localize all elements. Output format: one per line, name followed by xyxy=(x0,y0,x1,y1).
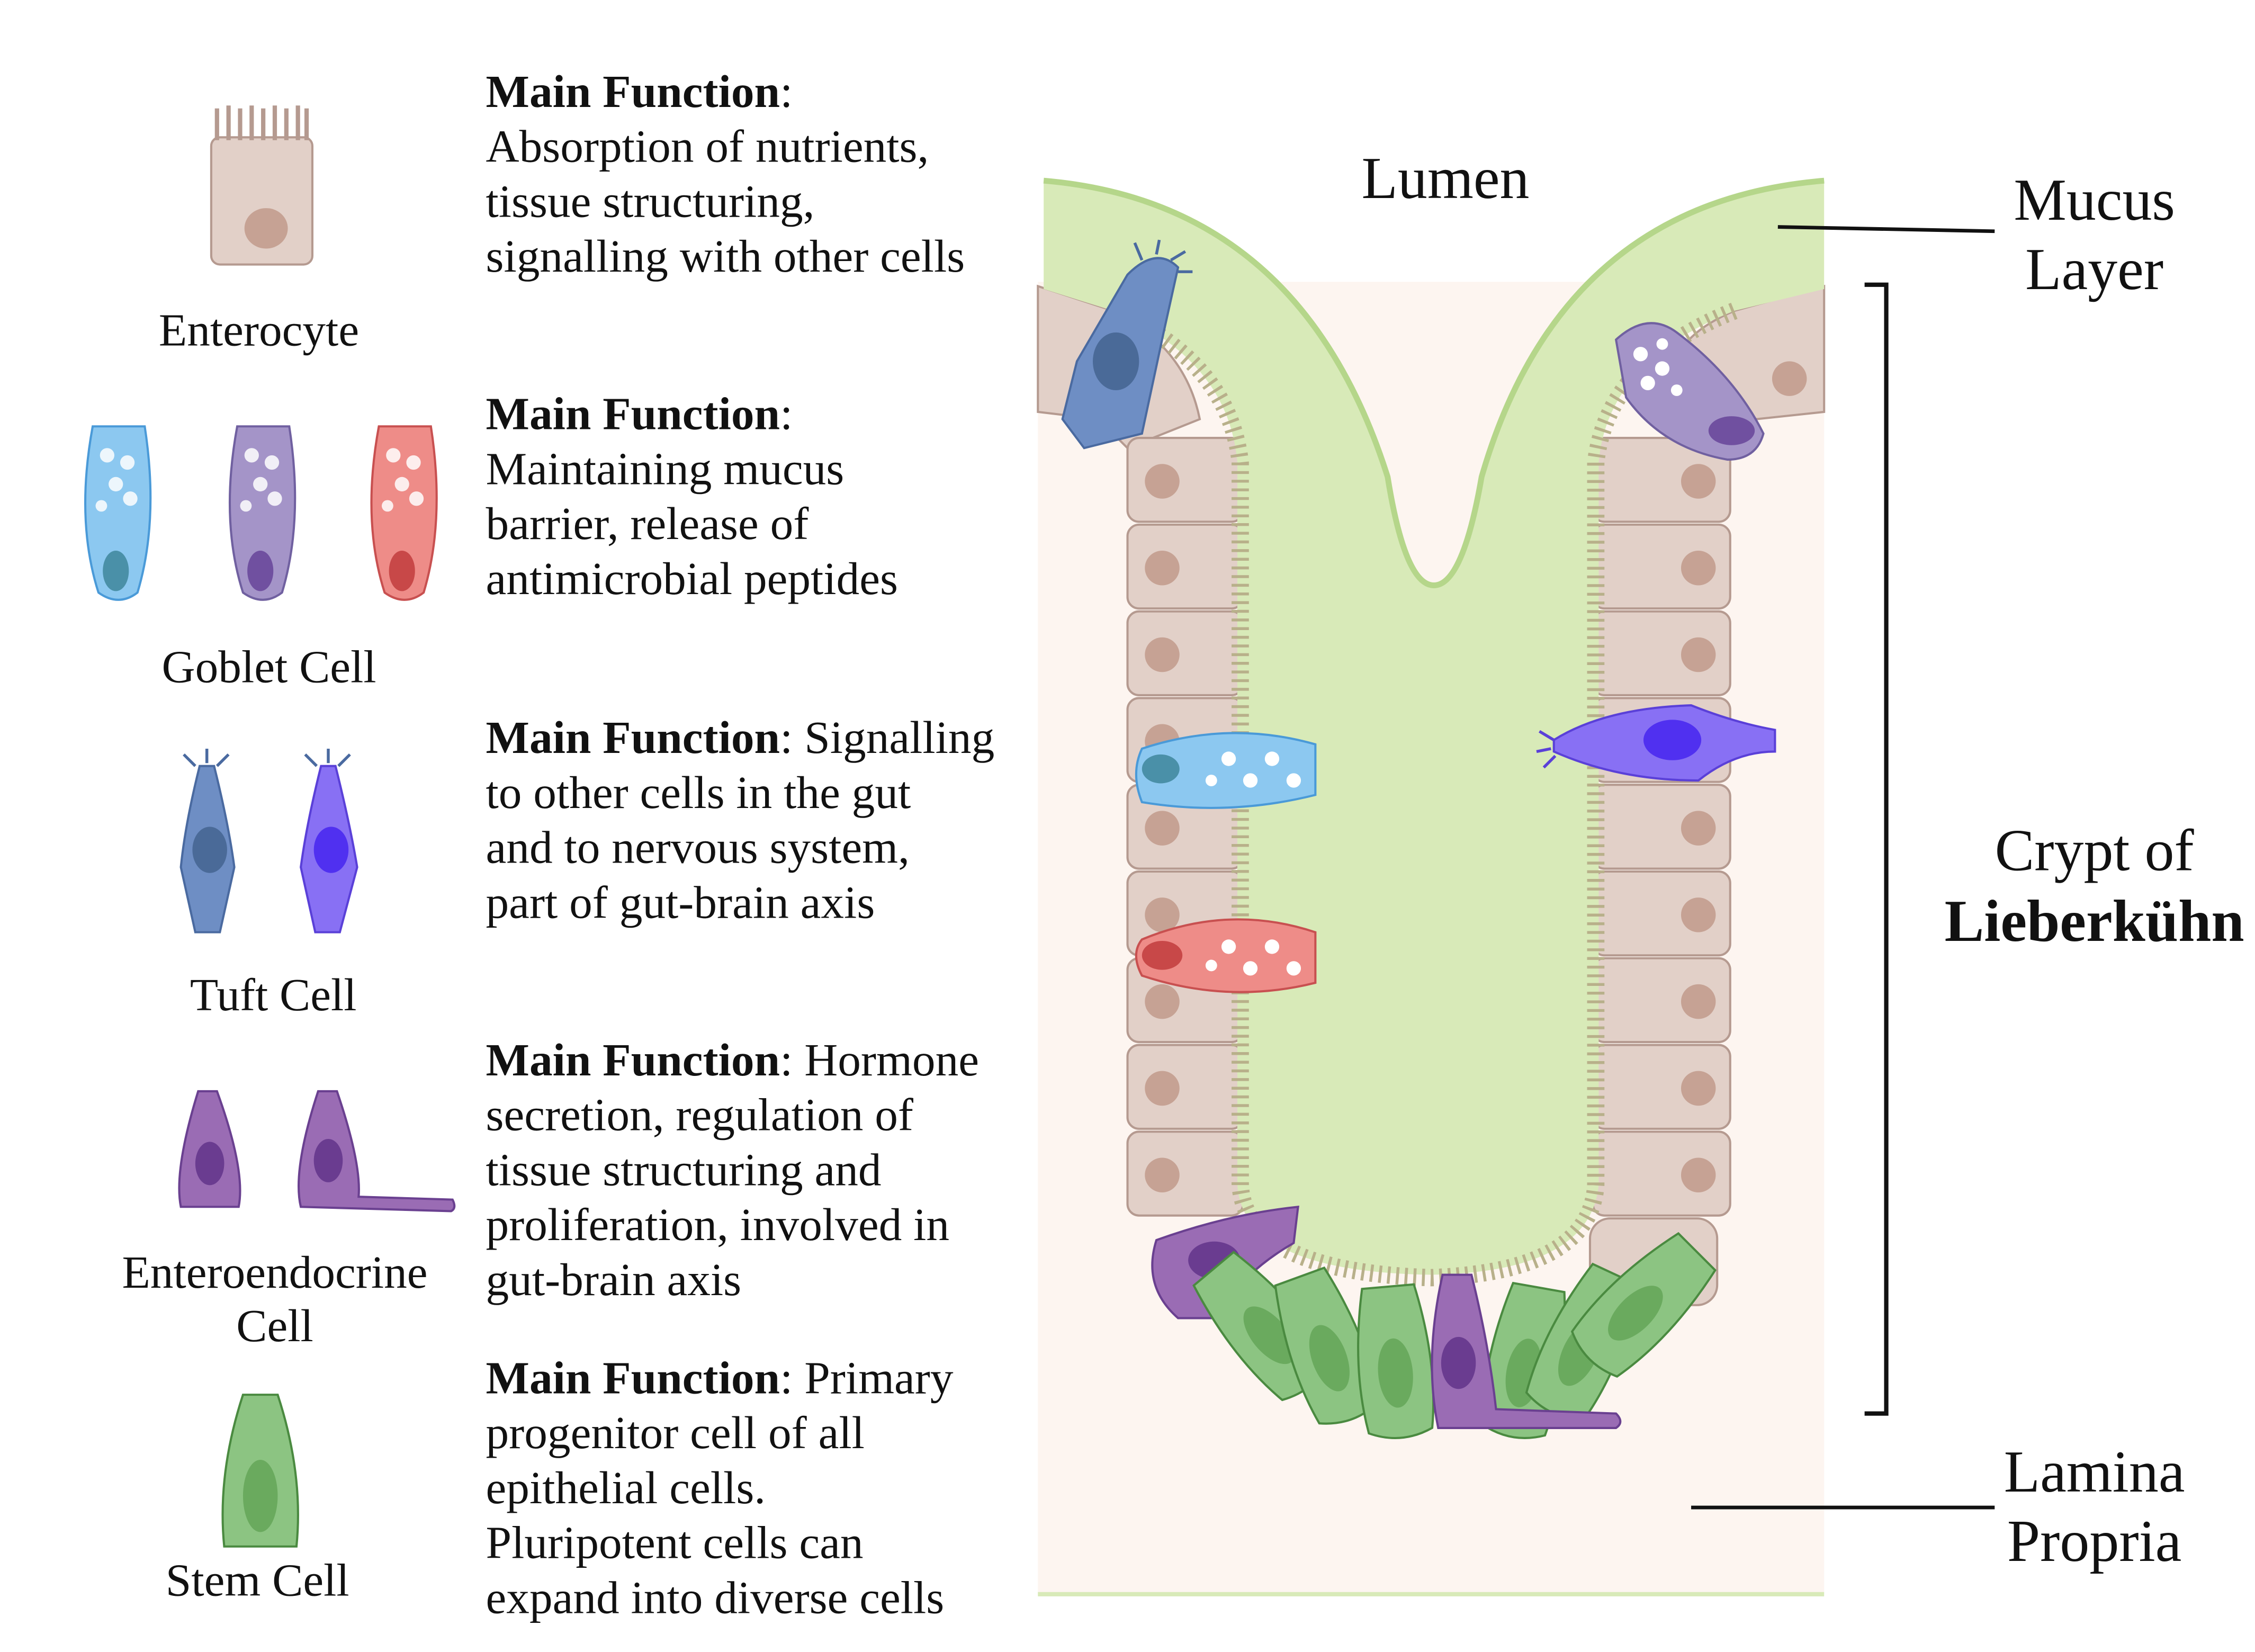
function-first-line: : Primary xyxy=(780,1352,954,1403)
function-line: antimicrobial peptides xyxy=(486,553,898,604)
nucleus xyxy=(1681,551,1716,586)
function-first-line: : Hormone xyxy=(780,1034,979,1085)
epithelial-cell-left xyxy=(1126,523,1244,610)
lamina-label-1: Lamina xyxy=(2004,1439,2185,1505)
mucus-pointer-line xyxy=(1777,225,1995,234)
function-line: signalling with other cells xyxy=(486,230,965,282)
nucleus xyxy=(1145,984,1180,1019)
function-line: part of gut-brain axis xyxy=(486,876,875,928)
crypt-label-1: Crypt of xyxy=(1995,818,2195,883)
function-line: tissue structuring and xyxy=(486,1144,882,1195)
epithelial-cell-left xyxy=(1126,437,1244,523)
function-descriptions: Main Function:Absorption of nutrients,ti… xyxy=(486,66,995,1623)
crypt-illustration: Lumen Mucus Layer Crypt of Lieberkühn La… xyxy=(1037,146,2244,1596)
nucleus xyxy=(1772,361,1807,396)
microvilli xyxy=(1109,302,1738,1287)
function-line: expand into diverse cells xyxy=(486,1572,945,1623)
goblet-cell-red xyxy=(1135,918,1317,993)
nucleus xyxy=(1681,1157,1716,1192)
function-line: Pluripotent cells can xyxy=(486,1517,864,1568)
stem-cell xyxy=(1570,1232,1717,1378)
stem-nucleus xyxy=(1608,1286,1663,1341)
nucleus xyxy=(1145,897,1180,932)
function-line: to other cells in the gut xyxy=(486,767,911,818)
legend-name-enterocyte: Enterocyte xyxy=(159,304,359,355)
function-heading: Main Function: xyxy=(486,66,793,117)
function-first-line: : Signalling xyxy=(780,712,994,763)
lumen-label: Lumen xyxy=(1362,146,1530,211)
nucleus xyxy=(1681,464,1716,499)
legend-name-stem: Stem Cell xyxy=(166,1555,349,1606)
function-bold-label: Main Function xyxy=(486,1352,780,1403)
stem-cells xyxy=(1192,1232,1717,1440)
function-first-line: : xyxy=(780,388,793,439)
epithelial-cell-left xyxy=(1126,1130,1244,1217)
enterocyte-icon xyxy=(210,105,314,266)
crypt-label-2: Lieberkühn xyxy=(1945,888,2244,954)
function-first-line: : xyxy=(780,66,793,117)
stem-cell xyxy=(1274,1266,1380,1425)
function-heading: Main Function: xyxy=(486,388,793,439)
epithelial-cell-left xyxy=(1126,1044,1244,1130)
legend: Enterocyte Goblet Cell Tuft Cell Enteroe… xyxy=(84,66,995,1623)
nucleus xyxy=(1681,1071,1716,1106)
mucus-label-1: Mucus xyxy=(2014,167,2175,233)
function-line: secretion, regulation of xyxy=(486,1089,914,1141)
function-bold-label: Main Function xyxy=(486,1034,780,1085)
tuft-cell-right xyxy=(1536,704,1776,782)
stem-nucleus xyxy=(1378,1338,1413,1408)
enteroendocrine-cell-bottom-center xyxy=(1431,1273,1622,1429)
function-heading: Main Function: Signalling xyxy=(486,712,995,763)
goblet-cell-blue xyxy=(1135,732,1317,809)
function-line: Absorption of nutrients, xyxy=(486,121,929,172)
tuft-cell-top-left xyxy=(1061,239,1193,450)
lamina-label-2: Propria xyxy=(2007,1509,2181,1574)
stem-cell-icon xyxy=(221,1394,299,1548)
goblet-cell-top-right xyxy=(1614,322,1765,461)
function-line: gut-brain axis xyxy=(486,1254,742,1305)
nucleus xyxy=(1681,984,1716,1019)
function-heading: Main Function: Primary xyxy=(486,1352,954,1403)
function-line: barrier, release of xyxy=(486,498,810,549)
nucleus xyxy=(1145,1157,1180,1192)
legend-name-enteroendocrine-2: Cell xyxy=(236,1300,313,1351)
nucleus xyxy=(1681,637,1716,672)
legend-name-tuft: Tuft Cell xyxy=(190,969,357,1020)
nucleus xyxy=(1145,811,1180,846)
function-heading: Main Function: Hormone xyxy=(486,1034,979,1085)
function-bold-label: Main Function xyxy=(486,66,780,117)
nucleus xyxy=(1145,637,1180,672)
function-line: proliferation, involved in xyxy=(486,1199,949,1250)
nucleus xyxy=(1681,811,1716,846)
function-line: progenitor cell of all xyxy=(486,1407,865,1458)
mucus-label-2: Layer xyxy=(2025,237,2163,302)
function-bold-label: Main Function xyxy=(486,388,780,439)
stem-cell xyxy=(1357,1283,1435,1440)
function-line: and to nervous system, xyxy=(486,822,910,873)
crypt-bracket xyxy=(1864,282,1889,1416)
stem-nucleus xyxy=(1309,1325,1350,1391)
stem-nucleus xyxy=(1243,1306,1296,1364)
epithelial-cell-left xyxy=(1126,610,1244,697)
goblet-cell-icons xyxy=(84,425,438,601)
nucleus xyxy=(1145,551,1180,586)
nucleus xyxy=(1145,1071,1180,1106)
function-line: tissue structuring, xyxy=(486,175,815,227)
enteroendocrine-cell-icons xyxy=(178,1090,456,1213)
tuft-cell-icons xyxy=(179,748,358,933)
legend-name-goblet: Goblet Cell xyxy=(162,641,376,692)
function-line: epithelial cells. xyxy=(486,1462,766,1513)
function-line: Maintaining mucus xyxy=(486,443,844,494)
nucleus xyxy=(1145,464,1180,499)
nucleus xyxy=(1681,897,1716,932)
function-bold-label: Main Function xyxy=(486,712,780,763)
legend-name-enteroendocrine: Enteroendocrine xyxy=(122,1246,427,1298)
